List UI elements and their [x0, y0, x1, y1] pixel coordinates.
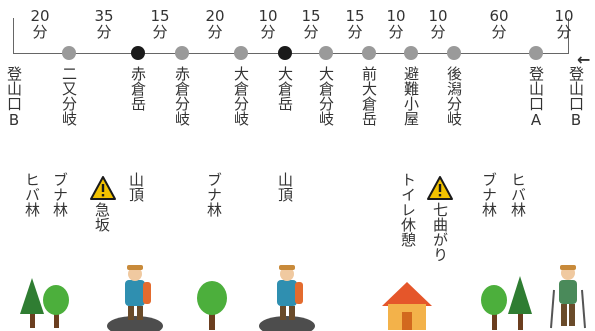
note-text: ブナ林	[480, 172, 498, 217]
stop-dot	[362, 46, 376, 60]
stop-label: 大倉岳	[276, 66, 294, 111]
stop-label: 避難小屋	[402, 66, 420, 126]
stop-dot	[62, 46, 76, 60]
trees-icon	[481, 276, 532, 330]
warning-icon	[90, 176, 116, 200]
stop-label: 登山口B	[567, 66, 585, 129]
note-text: ブナ林	[205, 172, 223, 217]
note-text: ブナ林	[51, 172, 69, 217]
stop-label: 登山口B	[5, 66, 23, 129]
stop-label: 赤倉岳	[129, 66, 147, 111]
stop-label: 赤倉分岐	[173, 66, 191, 126]
direction-arrow: ←	[577, 50, 591, 69]
hut-icon	[382, 282, 432, 330]
route-end-tick	[568, 18, 569, 54]
note-text: ヒバ林	[509, 172, 527, 217]
tree-icon	[197, 281, 227, 330]
warning-icon	[427, 176, 453, 200]
stop-label: 登山口A	[527, 66, 545, 129]
stop-label: 大倉分岐	[232, 66, 250, 126]
note-text: ヒバ林	[23, 172, 41, 217]
peak-dot	[131, 46, 145, 60]
stop-label: 大倉分岐	[317, 66, 335, 126]
stop-label: 前大倉岳	[360, 66, 378, 126]
stop-dot	[234, 46, 248, 60]
stop-dot	[404, 46, 418, 60]
stop-label: 二又分岐	[60, 66, 78, 126]
peak-dot	[278, 46, 292, 60]
note-text: トイレ休憩	[399, 172, 417, 247]
note-text: 急坂	[93, 202, 111, 232]
note-text: 山頂	[276, 172, 294, 202]
stop-label: 後潟分岐	[445, 66, 463, 126]
trees-icon	[20, 278, 69, 328]
stop-dot	[175, 46, 189, 60]
stop-dot	[447, 46, 461, 60]
stop-dot	[319, 46, 333, 60]
note-text: 七曲がり	[431, 202, 449, 262]
stop-dot	[529, 46, 543, 60]
note-text: 山頂	[127, 172, 145, 202]
hiker-on-summit-icon	[259, 265, 315, 331]
hiker-icon	[550, 265, 586, 329]
hiker-on-summit-icon	[107, 265, 163, 331]
route-start-tick	[13, 18, 14, 54]
